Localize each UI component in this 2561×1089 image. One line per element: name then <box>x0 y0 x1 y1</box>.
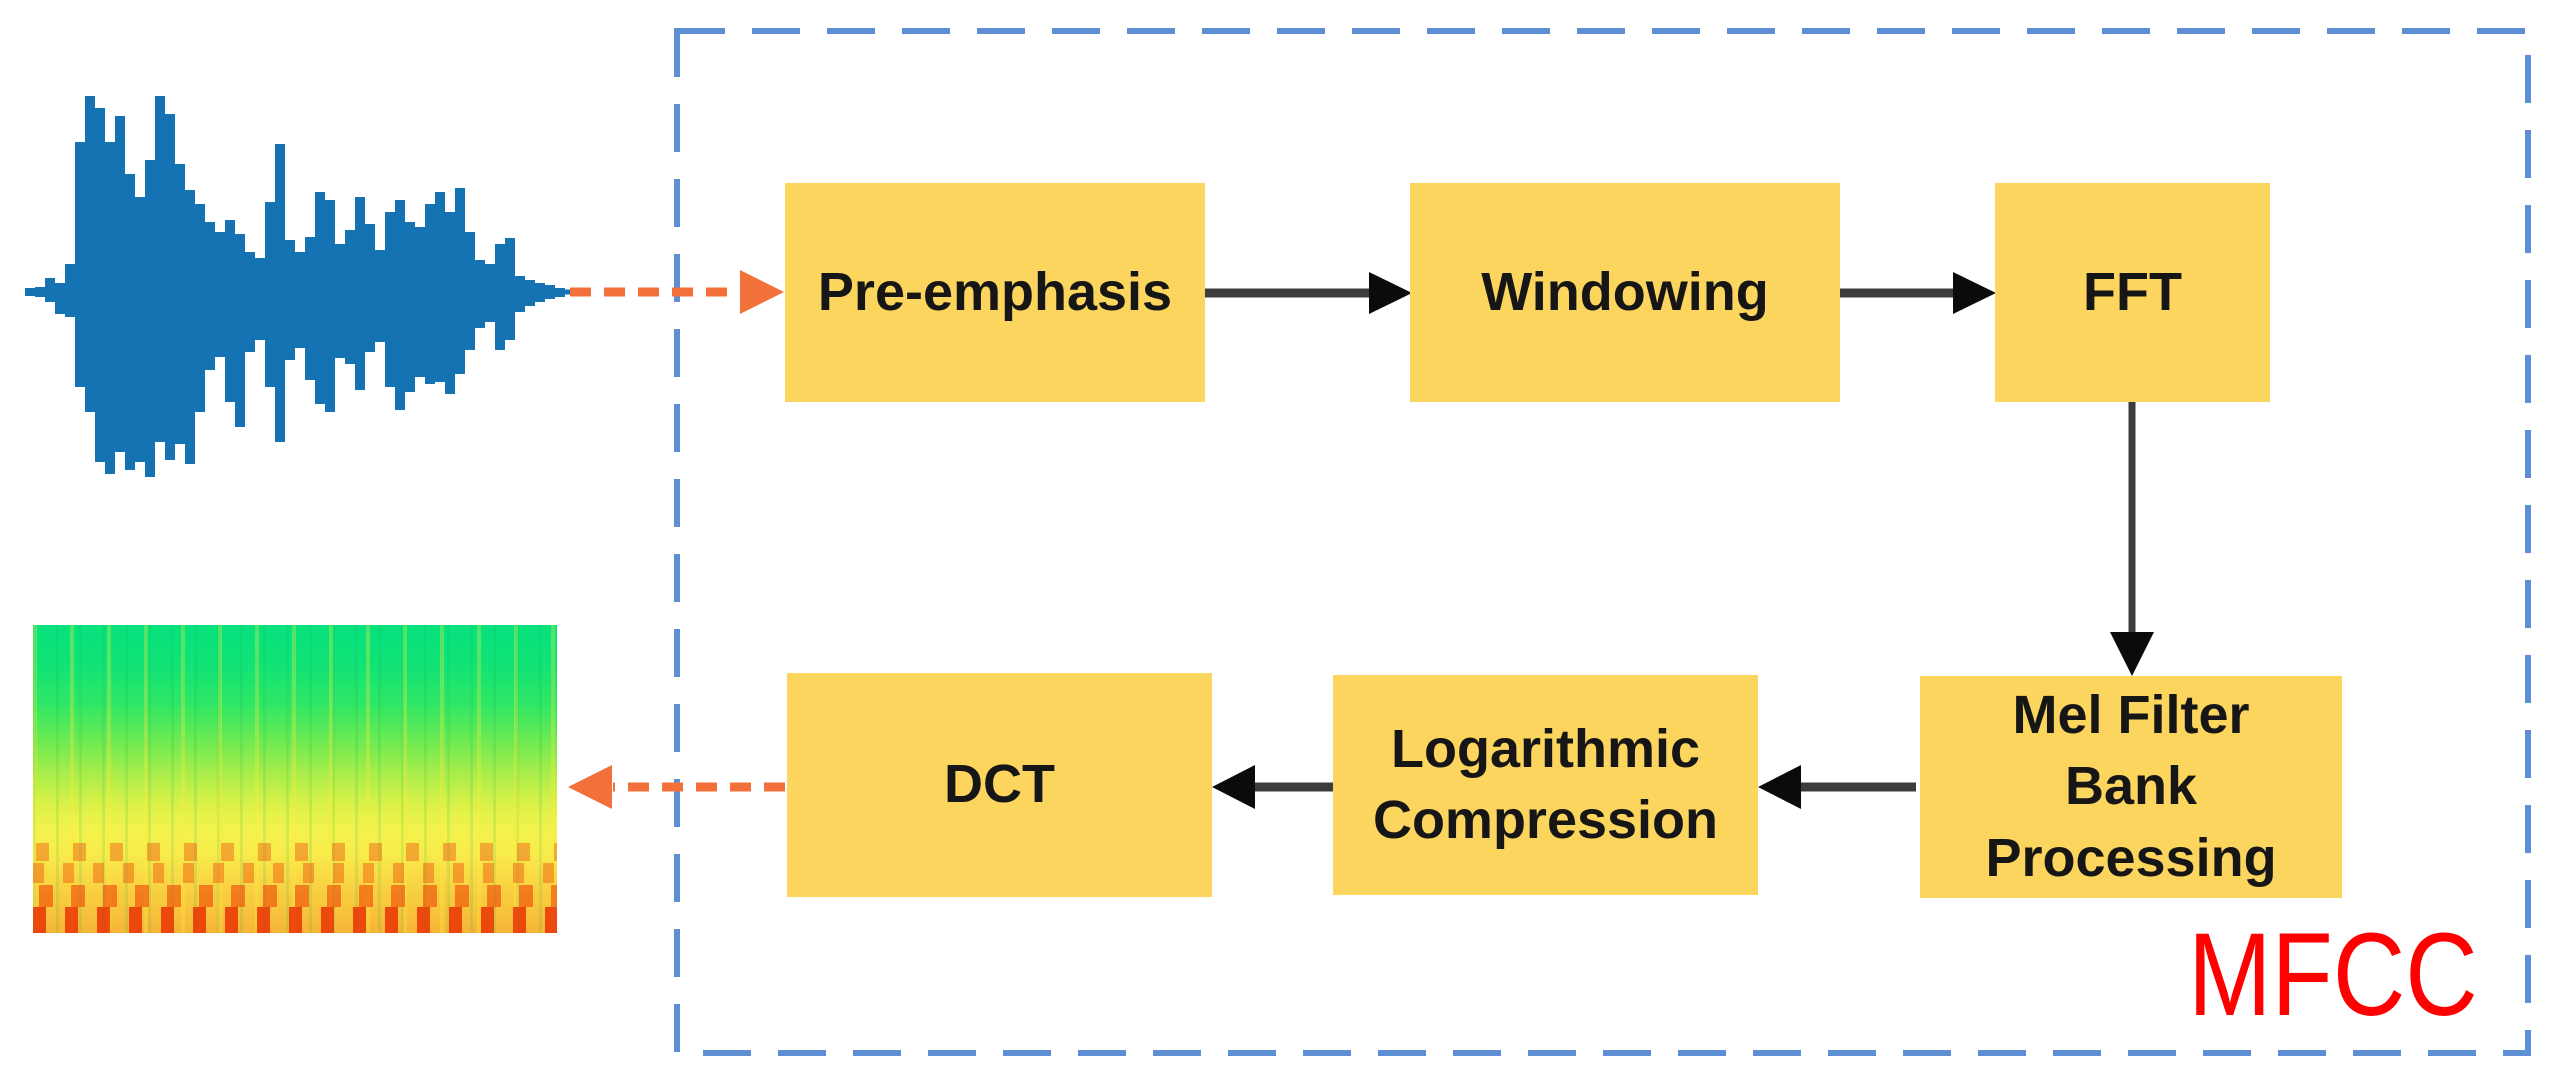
block-logarithmic-compression-label: Logarithmic Compression <box>1372 718 1719 850</box>
block-fft-label: FFT <box>2083 261 2182 322</box>
block-mel-filter-bank-processing: Mel Filter Bank Processing <box>1920 676 2342 898</box>
arrowhead-fft-to-mel <box>2110 632 2154 676</box>
block-dct-label: DCT <box>944 754 1055 815</box>
block-pre-emphasis-label: Pre-emphasis <box>817 261 1173 322</box>
spectrogram-image <box>33 625 557 933</box>
block-windowing-label: Windowing <box>1481 261 1769 322</box>
mfcc-boundary-box <box>674 28 2531 1056</box>
block-pre-emphasis: Pre-emphasis <box>785 183 1205 402</box>
output-flow-arrowhead <box>568 765 612 809</box>
block-logarithmic-compression: Logarithmic Compression <box>1333 675 1758 895</box>
audio-waveform <box>25 96 570 477</box>
arrowhead-log-to-dct <box>1212 765 1255 809</box>
arrowhead-windowing-to-fft <box>1953 272 1996 314</box>
block-fft: FFT <box>1995 183 2270 402</box>
arrowhead-pre-to-windowing <box>1369 272 1412 314</box>
block-windowing: Windowing <box>1410 183 1840 402</box>
waveform-bars <box>25 96 565 477</box>
mfcc-region-label: MFCC <box>2188 909 2478 1041</box>
block-dct: DCT <box>787 673 1212 897</box>
input-flow-arrowhead <box>740 270 784 314</box>
arrowhead-mel-to-log <box>1758 765 1801 809</box>
block-mel-filter-bank-processing-label: Mel Filter Bank Processing <box>1985 685 2277 888</box>
